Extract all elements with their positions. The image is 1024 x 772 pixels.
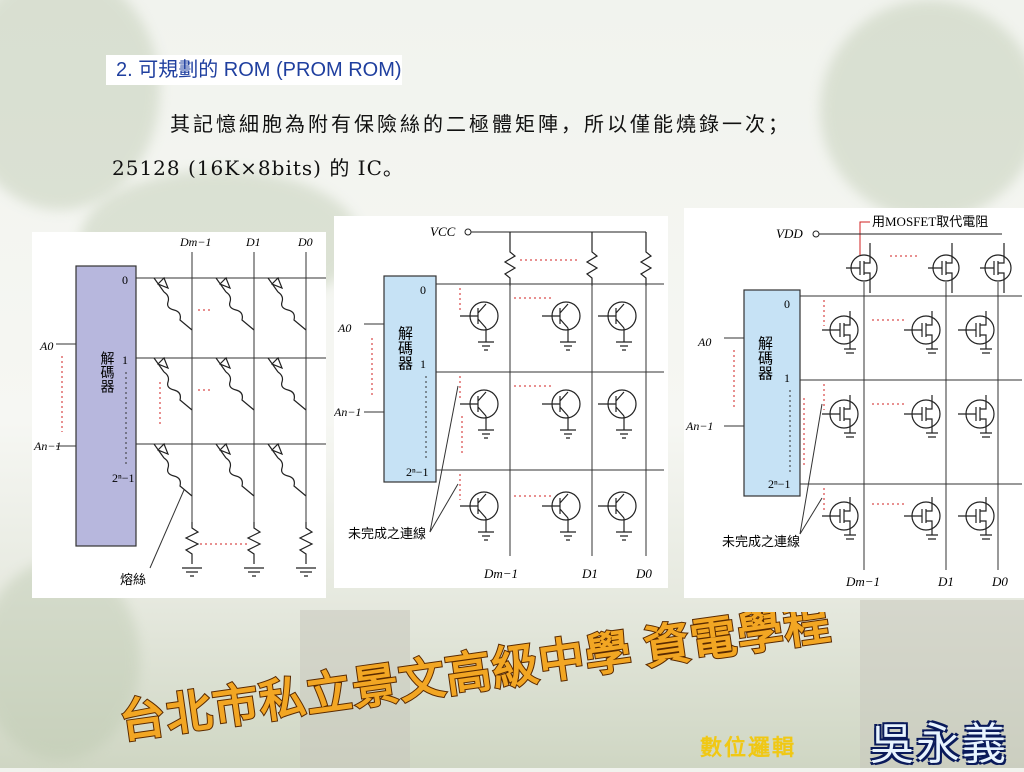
body-text-line: 其記憶細胞為附有保險絲的二極體矩陣，所以僅能燒錄一次；: [170, 112, 791, 136]
bjt-matrix-diagram: VCC 解碼器 0 1 2ⁿ−1 A0 An−1: [333, 216, 668, 588]
supply-label-vcc: VCC: [430, 224, 456, 239]
fuse-label: 熔絲: [120, 572, 146, 587]
row-label-1: 1: [122, 353, 128, 367]
school-name-wordart: 台北市私立景文高級中學 資電學程: [116, 612, 834, 748]
decoder-block: [383, 275, 437, 483]
address-label-an: An−1: [685, 419, 713, 433]
diode-fuse-cells: [153, 276, 307, 497]
slide-title: 2. 可規劃的 ROM (PROM ROM): [106, 55, 402, 85]
body-text-line: 25128 (16K×8bits) 的 IC。: [112, 156, 404, 180]
mosfet-matrix-diagram: 用MOSFET取代電阻 VDD 解碼器 0 1 2ⁿ−1 A0 An−1: [684, 208, 1024, 598]
column-label-d0: D0: [297, 235, 313, 249]
bjt-cells: [460, 301, 637, 541]
pull-down-resistors: [182, 522, 316, 577]
background-building: [860, 600, 1024, 768]
address-label-a0: A0: [39, 339, 53, 353]
column-label-d0: D0: [635, 566, 652, 581]
column-label-d1: D1: [581, 566, 598, 581]
author-name: 吳永義: [870, 719, 1008, 770]
diode-fuse-matrix-diagram: 解碼器 0 1 2ⁿ−1 A0 An−1 Dm−1 D1 D0 熔絲: [32, 232, 326, 598]
column-label-dm: Dm−1: [179, 235, 211, 249]
row-label-0: 0: [784, 297, 790, 311]
decoder-block: [75, 265, 137, 547]
load-mosfets: [846, 243, 1012, 293]
decoder-label: 解碼器: [396, 326, 413, 371]
unfinished-connection-label: 未完成之連線: [348, 526, 426, 541]
address-label-a0: A0: [337, 321, 351, 335]
decoder-label: 解碼器: [99, 351, 115, 393]
unfinished-connection-label: 未完成之連線: [722, 534, 800, 549]
column-label-d0: D0: [991, 574, 1008, 589]
address-label-a0: A0: [697, 335, 711, 349]
school-banner: 台北市私立景文高級中學 資電學程: [115, 612, 835, 749]
decoder-block: [743, 289, 801, 497]
address-label-an: An−1: [334, 405, 361, 419]
background-building: [300, 610, 410, 768]
row-label-n: 2ⁿ−1: [768, 477, 791, 491]
decoder-label: 解碼器: [756, 336, 773, 381]
column-label-d1: D1: [245, 235, 261, 249]
column-label-d1: D1: [937, 574, 954, 589]
row-label-1: 1: [784, 371, 790, 385]
mosfet-cells: [822, 311, 995, 540]
row-label-n: 2ⁿ−1: [112, 471, 135, 485]
background-tree: [820, 0, 1024, 220]
supply-label-vdd: VDD: [776, 226, 803, 241]
row-label-1: 1: [420, 357, 426, 371]
course-name: 數位邏輯: [700, 736, 797, 761]
row-label-0: 0: [420, 283, 426, 297]
address-label-an: An−1: [33, 439, 61, 453]
column-label-dm: Dm−1: [845, 574, 880, 589]
mosfet-note: 用MOSFET取代電阻: [872, 214, 988, 229]
row-label-n: 2ⁿ−1: [406, 465, 429, 479]
column-label-dm: Dm−1: [483, 566, 518, 581]
row-label-0: 0: [122, 273, 128, 287]
